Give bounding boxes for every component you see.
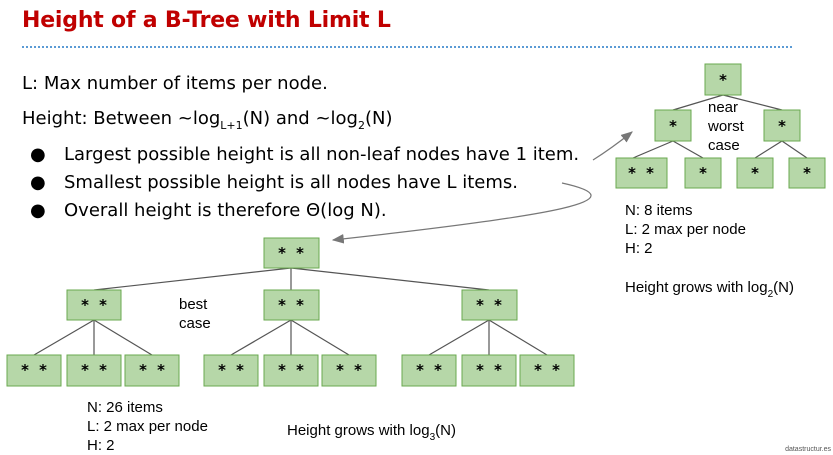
node-items: * <box>802 164 811 182</box>
best-tree-internal-node: * * <box>66 289 122 321</box>
best-tree-edges <box>33 267 548 356</box>
best-tree-item-count: N: 26 items <box>87 399 163 416</box>
log-base-l-plus-1: L+1 <box>220 119 243 132</box>
best-tree-leaf-node: * * <box>263 354 319 387</box>
best-tree-root-node: * * <box>263 237 320 269</box>
node-items: * * <box>217 361 244 379</box>
node-items: * * <box>138 361 165 379</box>
node-items: * * <box>277 361 304 379</box>
definition-line: L: Max number of items per node. <box>22 73 328 95</box>
height-range-suffix: (N) <box>364 108 393 129</box>
bullet-text: Smallest possible height is all nodes ha… <box>64 172 519 193</box>
best-case-label: best <box>179 296 208 313</box>
bullet-item: ● Overall height is therefore Θ(log N). <box>30 200 387 222</box>
node-items: * * <box>20 361 47 379</box>
best-case-label: case <box>179 315 211 332</box>
best-tree-limit: L: 2 max per node <box>87 418 208 435</box>
worst-tree-growth: Height grows with log2(N) <box>625 279 794 300</box>
bullet-item: ● Largest possible height is all non-leaf… <box>30 144 579 166</box>
best-tree-height: H: 2 <box>87 437 115 454</box>
node-items: * <box>698 164 707 182</box>
worst-tree-leaf-node: * * <box>615 157 668 189</box>
bullet-item: ● Smallest possible height is all nodes h… <box>30 172 518 194</box>
node-items: * * <box>415 361 442 379</box>
best-tree-leaf-node: * * <box>519 354 575 387</box>
node-items: * * <box>277 296 304 314</box>
worst-tree-leaf-node: * <box>684 157 722 189</box>
best-tree-leaf-node: * * <box>66 354 122 387</box>
bullet-dot-icon: ● <box>30 172 46 193</box>
title-divider <box>22 46 792 48</box>
best-tree-growth: Height grows with log3(N) <box>287 422 456 443</box>
node-items: * * <box>80 296 107 314</box>
best-tree-internal-node: * * <box>461 289 518 321</box>
worst-tree-item-count: N: 8 items <box>625 202 693 219</box>
worst-tree-internal-node: * <box>763 109 801 142</box>
best-tree-leaf-node: * * <box>461 354 517 387</box>
best-tree-leaf-node: * * <box>401 354 457 387</box>
slide-title: Height of a B-Tree with Limit L <box>22 8 391 33</box>
bullet-text: Overall height is therefore Θ(log N). <box>64 200 387 221</box>
worst-tree-limit: L: 2 max per node <box>625 221 746 238</box>
footer-watermark: datastructur.es <box>785 446 831 453</box>
node-items: * * <box>533 361 560 379</box>
worst-tree-height: H: 2 <box>625 240 653 257</box>
node-items: * <box>668 117 677 135</box>
best-tree-leaf-node: * * <box>321 354 377 387</box>
best-tree-leaf-node: * * <box>124 354 180 387</box>
bullet-text: Largest possible height is all non-leaf … <box>64 144 580 165</box>
worst-tree-root-node: * <box>704 63 742 96</box>
height-range-prefix: Height: Between ~log <box>22 108 221 129</box>
worst-case-label: worst <box>707 118 745 135</box>
bullet-dot-icon: ● <box>30 144 46 165</box>
worst-tree-leaf-node: * <box>788 157 826 189</box>
arrow-to-best-case <box>331 182 592 244</box>
worst-case-label: case <box>708 137 740 154</box>
arrow-to-worst-case <box>592 131 633 161</box>
height-range-line: Height: Between ~logL+1(N) and ~log2(N) <box>22 108 393 137</box>
bullet-dot-icon: ● <box>30 200 46 221</box>
worst-tree-internal-node: * <box>654 109 692 142</box>
best-tree-internal-node: * * <box>263 289 320 321</box>
node-items: * * <box>627 164 654 182</box>
node-items: * * <box>277 244 304 262</box>
node-items: * * <box>80 361 107 379</box>
height-range-mid: (N) and ~log <box>242 108 358 129</box>
node-items: * <box>718 71 727 89</box>
node-items: * * <box>335 361 362 379</box>
node-items: * <box>777 117 786 135</box>
worst-tree-edges <box>632 94 808 159</box>
best-tree-leaf-node: * * <box>203 354 259 387</box>
node-items: * <box>750 164 759 182</box>
worst-tree-leaf-node: * <box>736 157 774 189</box>
definition-text: L: Max number of items per node. <box>22 73 328 94</box>
node-items: * * <box>475 361 502 379</box>
node-items: * * <box>475 296 502 314</box>
worst-case-label: near <box>708 99 738 116</box>
log-base-2: 2 <box>357 119 365 132</box>
best-tree-leaf-node: * * <box>6 354 62 387</box>
